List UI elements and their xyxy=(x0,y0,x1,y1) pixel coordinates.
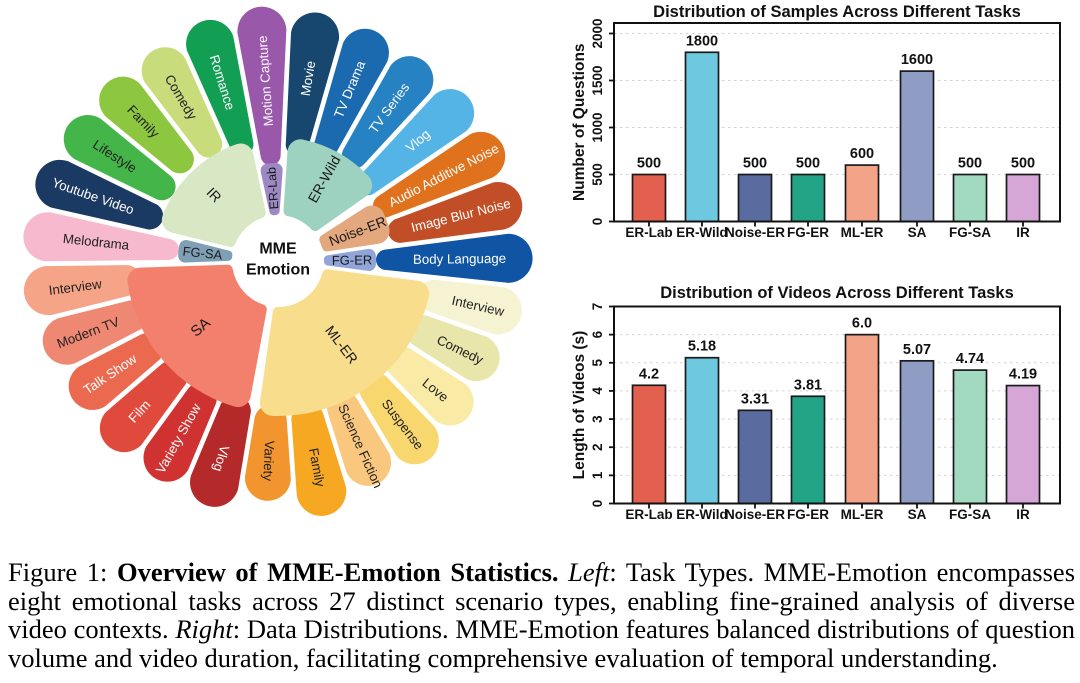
svg-text:Melodrama: Melodrama xyxy=(62,231,130,253)
svg-text:FG-ER: FG-ER xyxy=(332,252,373,267)
svg-text:1500: 1500 xyxy=(590,65,605,95)
svg-text:500: 500 xyxy=(743,156,767,172)
svg-text:4: 4 xyxy=(590,387,605,395)
svg-text:Movie: Movie xyxy=(298,60,319,97)
svg-text:Body Language: Body Language xyxy=(413,251,506,267)
svg-text:3: 3 xyxy=(590,415,605,423)
svg-text:2: 2 xyxy=(590,443,605,451)
svg-text:6.0: 6.0 xyxy=(852,316,872,332)
svg-text:SA: SA xyxy=(908,507,927,522)
svg-text:Vlog: Vlog xyxy=(210,444,232,474)
svg-text:ML-ER: ML-ER xyxy=(841,507,884,522)
svg-text:1000: 1000 xyxy=(590,112,605,142)
svg-text:Motion Capture: Motion Capture xyxy=(255,35,276,127)
svg-text:Emotion: Emotion xyxy=(246,262,310,279)
svg-text:5.07: 5.07 xyxy=(903,342,931,358)
svg-text:1600: 1600 xyxy=(901,52,933,68)
svg-text:600: 600 xyxy=(850,146,874,162)
svg-text:6: 6 xyxy=(590,330,605,338)
svg-text:Length of Videos (s): Length of Videos (s) xyxy=(571,331,588,480)
svg-text:0: 0 xyxy=(590,500,605,508)
svg-text:ER-Wild: ER-Wild xyxy=(676,507,728,522)
svg-text:5.18: 5.18 xyxy=(688,339,716,355)
svg-text:500: 500 xyxy=(590,163,605,186)
svg-text:Distribution of Samples Across: Distribution of Samples Across Different… xyxy=(653,3,1021,21)
svg-text:4.2: 4.2 xyxy=(639,366,659,382)
svg-text:FG-SA: FG-SA xyxy=(949,507,991,522)
svg-text:1800: 1800 xyxy=(686,33,718,49)
svg-text:4.74: 4.74 xyxy=(956,351,984,367)
svg-text:500: 500 xyxy=(1011,156,1035,172)
svg-text:ML-ER: ML-ER xyxy=(841,225,884,240)
svg-text:3.81: 3.81 xyxy=(794,377,822,393)
svg-text:Family: Family xyxy=(306,447,328,489)
svg-text:7: 7 xyxy=(590,303,605,311)
svg-text:FG-SA: FG-SA xyxy=(949,225,991,240)
svg-text:IR: IR xyxy=(1016,225,1030,240)
svg-text:FG-ER: FG-ER xyxy=(787,507,829,522)
svg-text:2000: 2000 xyxy=(590,18,605,48)
svg-text:ER-Wild: ER-Wild xyxy=(676,225,728,240)
svg-text:500: 500 xyxy=(637,156,661,172)
svg-text:ER-Lab: ER-Lab xyxy=(625,507,672,522)
svg-text:Variety: Variety xyxy=(260,440,277,481)
svg-text:Distribution of Videos Across: Distribution of Videos Across Different … xyxy=(660,284,1014,302)
svg-text:MME: MME xyxy=(259,241,297,258)
svg-text:0: 0 xyxy=(590,218,605,226)
svg-text:ER-Lab: ER-Lab xyxy=(264,167,281,210)
svg-text:FG-ER: FG-ER xyxy=(787,225,829,240)
svg-text:Interview: Interview xyxy=(48,276,103,298)
svg-text:4.19: 4.19 xyxy=(1009,367,1037,383)
svg-text:3.31: 3.31 xyxy=(741,391,769,407)
svg-text:IR: IR xyxy=(1016,507,1030,522)
svg-text:Noise-ER: Noise-ER xyxy=(725,507,785,522)
svg-text:SA: SA xyxy=(908,225,927,240)
svg-text:5: 5 xyxy=(590,359,605,367)
svg-text:500: 500 xyxy=(958,156,982,172)
svg-text:500: 500 xyxy=(796,156,820,172)
svg-text:FG-SA: FG-SA xyxy=(182,244,223,263)
svg-text:Noise-ER: Noise-ER xyxy=(725,225,785,240)
svg-text:1: 1 xyxy=(590,471,605,479)
svg-text:Number of Questions: Number of Questions xyxy=(571,43,588,201)
svg-text:ER-Lab: ER-Lab xyxy=(625,225,672,240)
